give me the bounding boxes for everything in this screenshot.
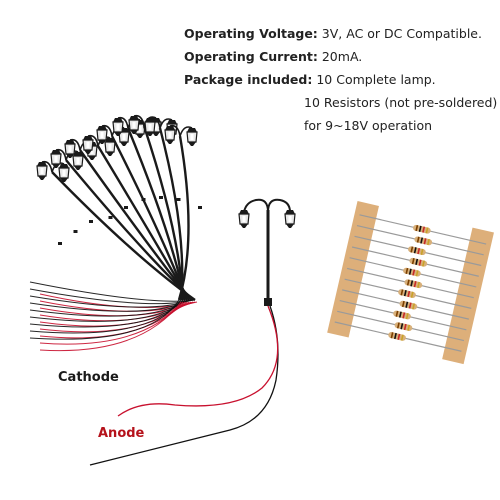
spec-current: Operating Current: 20mA. xyxy=(184,45,497,68)
voltage-value: 3V, AC or DC Compatible. xyxy=(321,26,482,41)
bundle-lamp xyxy=(64,138,192,301)
spec-list: Operating Voltage: 3V, AC or DC Compatib… xyxy=(184,22,497,137)
package-label: Package included: xyxy=(184,72,313,87)
voltage-label: Operating Voltage: xyxy=(184,26,318,41)
package-line-2: 10 Resistors (not pre-soldered) xyxy=(304,95,498,110)
cathode-label: Cathode xyxy=(58,370,119,385)
bundle-wires xyxy=(29,281,198,352)
package-value: 10 Complete lamp. xyxy=(316,72,436,87)
lamp-bundle xyxy=(29,114,202,352)
anode-label: Anode xyxy=(98,426,145,441)
current-label: Operating Current: xyxy=(184,49,318,64)
spec-voltage: Operating Voltage: 3V, AC or DC Compatib… xyxy=(184,22,497,45)
current-value: 20mA. xyxy=(321,49,363,64)
spec-package: Package included: 10 Complete lamp. xyxy=(184,68,497,91)
bundle-lamp xyxy=(164,124,202,301)
package-line-3: for 9~18V operation xyxy=(304,118,433,133)
single-lamp xyxy=(89,198,296,466)
anode-wire xyxy=(117,305,279,417)
resistor-strip xyxy=(327,201,494,365)
